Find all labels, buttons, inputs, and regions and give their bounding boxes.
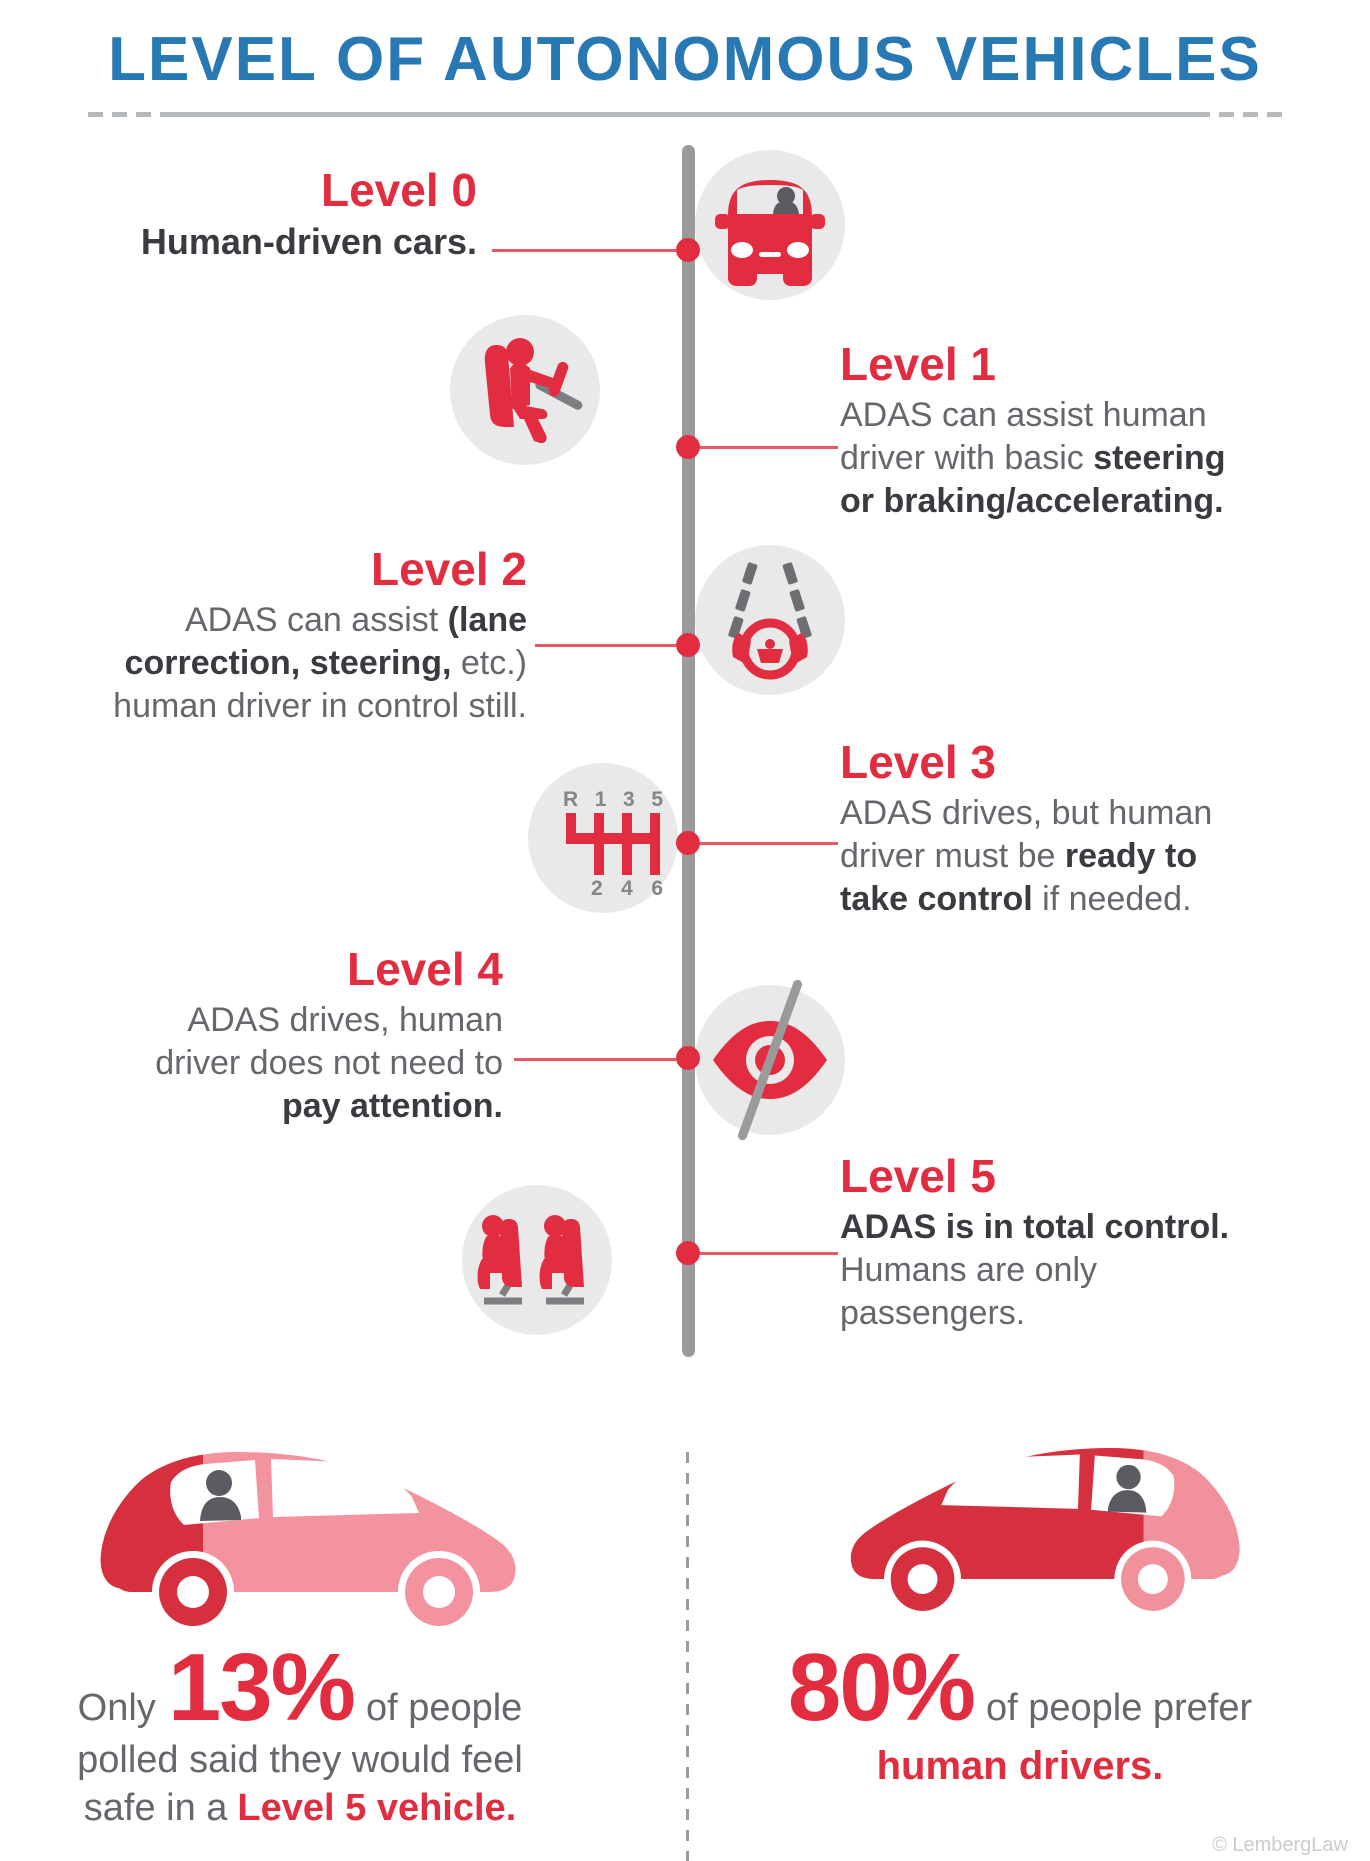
divider-dash — [136, 112, 151, 117]
car-front-icon — [715, 180, 825, 286]
page-title: LEVEL OF AUTONOMOUS VEHICLES — [108, 25, 1262, 94]
gear-top-labels: R 1 3 5 — [563, 788, 663, 811]
divider-dash — [1267, 112, 1282, 117]
level-1-icon-circle — [450, 315, 600, 465]
stat-line2: polled said they would feel — [77, 1739, 523, 1781]
level-1-description: driver with basic steering — [840, 439, 1226, 477]
level-2-description: ADAS can assist (lane — [184, 601, 527, 639]
level-3-block: Level 3 ADAS drives, but human driver mu… — [840, 736, 1212, 921]
stat-value: 13% — [167, 1634, 356, 1741]
stat-level5-safety: Only 13% of people polled said they woul… — [0, 1640, 600, 1832]
level-2-icon-circle — [695, 545, 845, 695]
timeline-dot — [676, 435, 700, 459]
timeline-dot — [676, 238, 700, 262]
level-1-block: Level 1 ADAS can assist human driver wit… — [840, 338, 1225, 523]
timeline-dot — [676, 831, 700, 855]
stat-human-drivers: 80% of people prefer human drivers. — [700, 1640, 1340, 1790]
level-3-heading: Level 3 — [840, 736, 996, 788]
level-0-heading: Level 0 — [321, 164, 477, 216]
level-3-description: ADAS drives, but human — [840, 794, 1213, 832]
stat-value: 80% — [787, 1634, 976, 1741]
level-5-description: Humans are only — [840, 1251, 1098, 1289]
level-1-description: or braking/accelerating. — [840, 482, 1224, 520]
level-4-description: driver does not need to — [155, 1044, 503, 1082]
stat-after: of people prefer — [985, 1687, 1253, 1729]
connector-line — [700, 1252, 838, 1255]
level-1-description: ADAS can assist human — [840, 396, 1207, 434]
level-4-heading: Level 4 — [347, 943, 503, 995]
level-5-description: ADAS is in total control. — [840, 1208, 1230, 1246]
level-3-description: driver must be ready to — [840, 837, 1198, 875]
level-2-description: correction, steering, etc.) — [124, 644, 527, 682]
level-1-heading: Level 1 — [840, 338, 996, 390]
timeline-line — [682, 145, 695, 1357]
divider-dash — [112, 112, 127, 117]
red-car-illustration — [842, 1418, 1254, 1624]
connector-line — [700, 446, 838, 449]
stat-line3-start: safe in a — [83, 1787, 228, 1829]
stat-row: Only 13% of people — [0, 1640, 600, 1736]
stat-line2: human drivers. — [876, 1744, 1164, 1788]
connector-line — [514, 1058, 676, 1061]
level-0-description: Human-driven cars. — [140, 221, 477, 262]
connector-line — [492, 249, 676, 252]
level-0-icon-circle — [695, 150, 845, 300]
level-3-icon-circle: R 1 3 5 2 4 6 — [528, 763, 678, 913]
connector-line — [535, 644, 676, 647]
title-divider — [88, 112, 1282, 117]
level-3-description: take control if needed. — [840, 880, 1192, 918]
level-4-description: ADAS drives, human — [187, 1001, 503, 1039]
level-5-heading: Level 5 — [840, 1150, 996, 1202]
level-5-block: Level 5 ADAS is in total control. Humans… — [840, 1150, 1229, 1335]
eye-slash-icon — [713, 979, 827, 1141]
gear-shift-icon: R 1 3 5 2 4 6 — [563, 788, 663, 900]
stat-after: of people — [365, 1687, 523, 1729]
divider-dash — [1219, 112, 1234, 117]
driver-seat-icon — [484, 338, 583, 444]
pink-car-illustration — [85, 1420, 525, 1640]
divider-dash — [1243, 112, 1258, 117]
level-5-icon-circle — [462, 1185, 612, 1335]
stat-row: 80% of people prefer — [700, 1640, 1340, 1736]
lane-assist-steering-icon — [728, 562, 812, 680]
level-2-block: Level 2 ADAS can assist (lane correction… — [113, 543, 527, 728]
passengers-icon — [477, 1215, 584, 1305]
connector-line — [700, 842, 838, 845]
stat-line3-highlight: Level 5 vehicle. — [237, 1787, 517, 1829]
level-4-description: pay attention. — [281, 1087, 503, 1125]
gear-bottom-labels: 2 4 6 — [591, 877, 663, 900]
stat-intro: Only — [77, 1687, 156, 1729]
divider-line — [160, 112, 1210, 117]
level-2-heading: Level 2 — [371, 543, 527, 595]
level-4-block: Level 4 ADAS drives, human driver does n… — [155, 943, 503, 1128]
copyright-credit: © LembergLaw — [1212, 1834, 1348, 1856]
divider-dash — [88, 112, 103, 117]
level-0-block: Level 0 Human-driven cars. — [141, 164, 477, 264]
timeline-dot — [676, 1046, 700, 1070]
level-5-description: passengers. — [840, 1294, 1026, 1332]
level-4-icon-circle — [695, 979, 845, 1141]
timeline-dot — [676, 1241, 700, 1265]
timeline-dot — [676, 633, 700, 657]
bottom-section-divider — [686, 1452, 689, 1861]
level-2-description: human driver in control still. — [113, 687, 527, 725]
